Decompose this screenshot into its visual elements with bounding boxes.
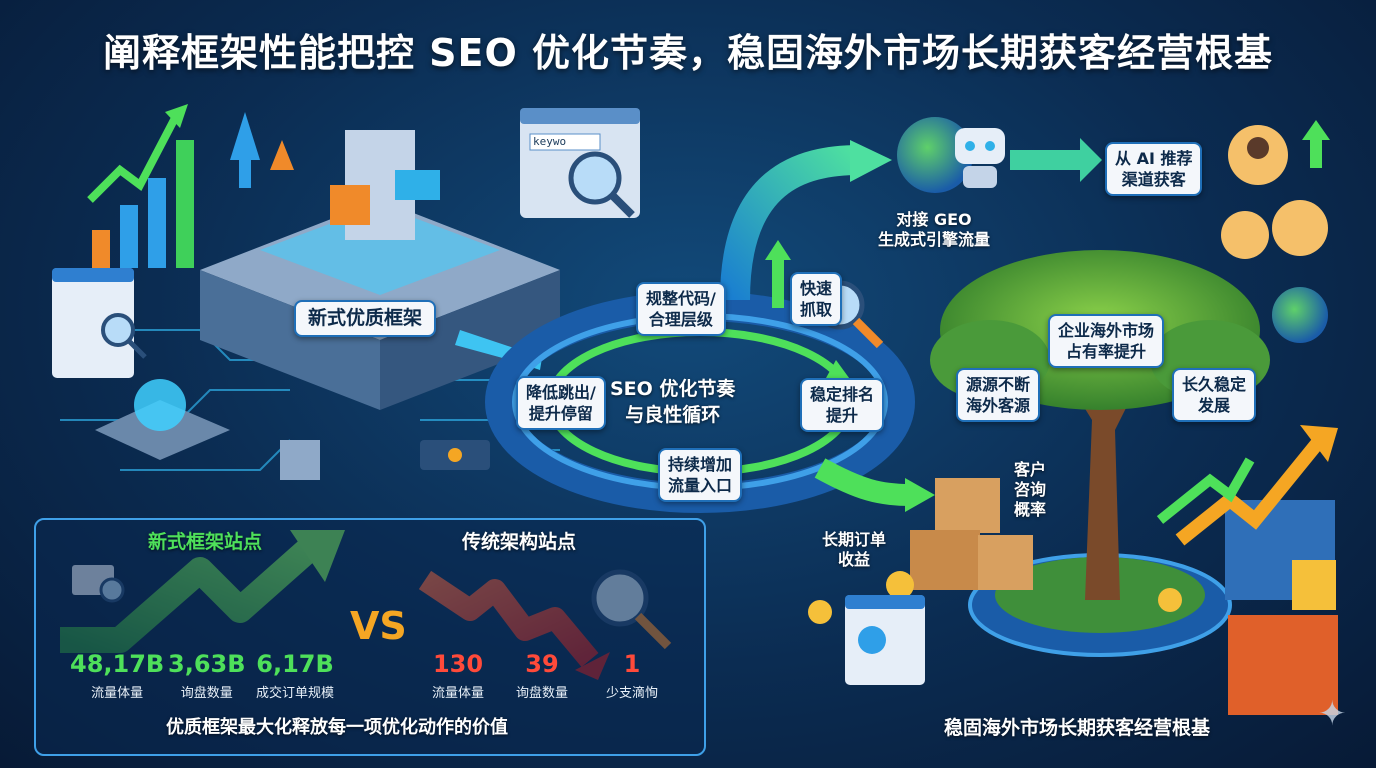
cycle-step-bounce: 降低跳出/提升停留	[516, 376, 606, 430]
cycle-step-traffic: 持续增加流量入口	[658, 448, 743, 502]
tree-flow-arrow	[814, 458, 911, 506]
tree-market-share-label: 企业海外市场占有率提升	[1048, 314, 1165, 368]
cycle-step-ranking: 稳定排名提升	[800, 378, 885, 432]
browser-window-icon	[845, 595, 925, 685]
tree-customers-label: 源源不断海外客源	[956, 368, 1041, 422]
keyword-browser-icon	[520, 108, 640, 218]
globe-chip-icon	[95, 379, 490, 480]
webpage-search-icon	[52, 268, 147, 378]
vs-label: VS	[350, 604, 407, 648]
tree-stability-label: 长久稳定发展	[1172, 368, 1257, 422]
new-site-title: 新式框架站点	[148, 531, 263, 553]
growth-chart-icon	[87, 104, 294, 268]
tree-caption: 稳固海外市场长期获客经营根基	[944, 717, 1211, 739]
old-site-title: 传统架构站点	[462, 531, 577, 553]
growth-tree-icon	[930, 250, 1270, 657]
cargo-boxes-icon	[808, 478, 1182, 624]
sparkle-icon: ✦	[1318, 694, 1347, 734]
geo-arc-arrow	[720, 145, 861, 301]
long-term-orders-label: 长期订单收益	[822, 530, 887, 569]
globe-robot-icon	[897, 117, 1005, 193]
ai-arrow-icon	[1010, 138, 1102, 182]
cycle-step-code: 规整代码/合理层级	[636, 282, 726, 336]
framework-label: 新式优质框架	[294, 300, 437, 337]
customer-avatars-icon	[1221, 120, 1330, 343]
page-title: 阐释框架性能把控 SEO 优化节奏，稳固海外市场长期获客经营根基	[102, 31, 1274, 75]
orange-growth-arrow	[1175, 435, 1326, 546]
comparison-panel	[34, 518, 706, 756]
ai-channel-label: 从 AI 推荐渠道获客	[1105, 142, 1203, 196]
consult-probability-label: 客户咨询概率	[1014, 460, 1047, 519]
shipping-container-icon	[1225, 500, 1338, 715]
keyword-text: keywo	[533, 135, 567, 148]
comparison-caption: 优质框架最大化释放每一项优化动作的价值	[166, 717, 508, 738]
cycle-center-label: SEO 优化节奏与良性循环	[610, 378, 736, 426]
cycle-step-crawl: 快速抓取	[790, 272, 843, 326]
